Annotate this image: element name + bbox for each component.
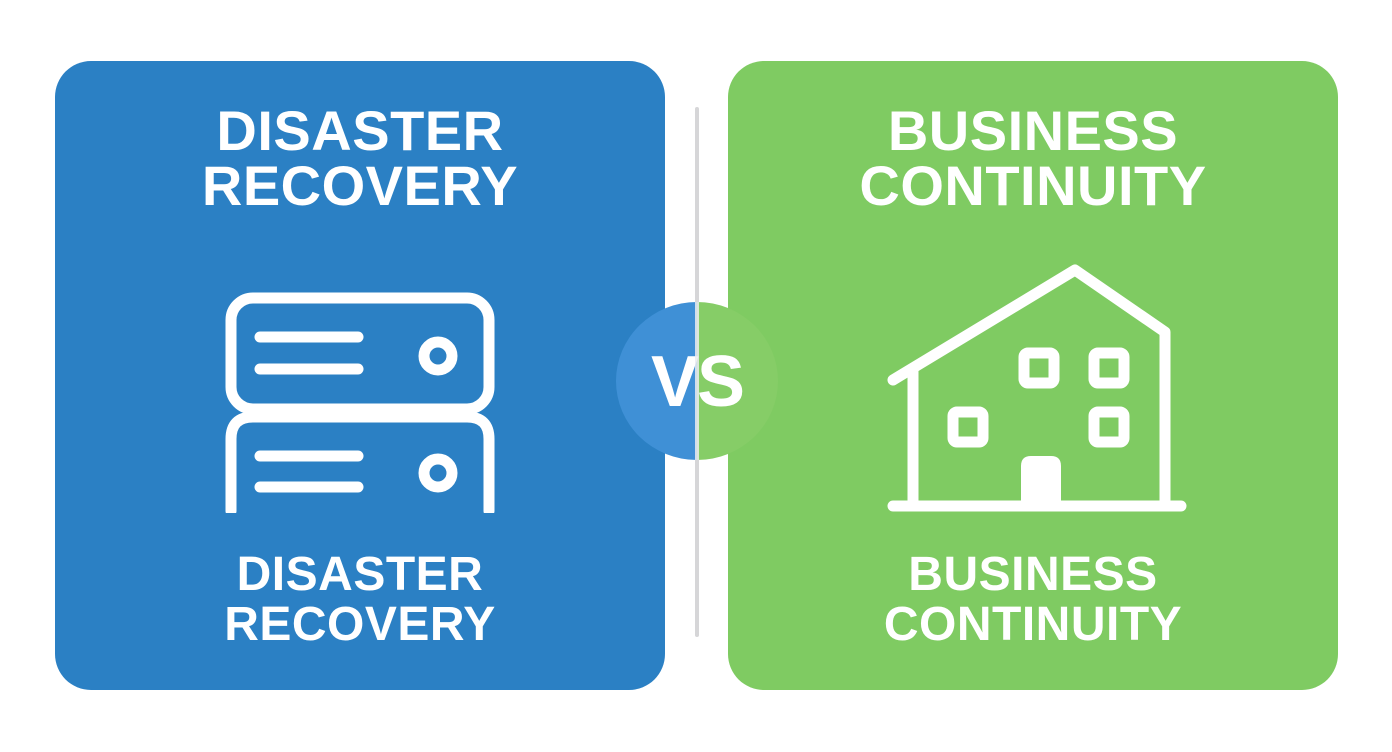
vs-badge-left-half: [616, 302, 697, 460]
title-line-1: BUSINESS: [887, 99, 1179, 162]
title-line-2: CONTINUITY: [859, 154, 1207, 217]
building-house-icon: [887, 264, 1187, 512]
label-line-2: CONTINUITY: [883, 598, 1183, 651]
disaster-recovery-card: DISASTER RECOVERY DISASTER RECOVERY: [55, 61, 665, 690]
business-continuity-card: BUSINESS CONTINUITY BUSINESS CONTINUITY: [728, 61, 1338, 690]
server-stack-icon: [225, 292, 495, 513]
vs-badge: VS: [616, 302, 778, 460]
label-line-1: BUSINESS: [908, 548, 1158, 601]
vs-badge-right-half: [697, 302, 778, 460]
disaster-recovery-label: DISASTER RECOVERY: [55, 550, 665, 650]
disaster-recovery-title: DISASTER RECOVERY: [55, 99, 665, 217]
title-line-1: DISASTER: [216, 99, 504, 162]
business-continuity-label: BUSINESS CONTINUITY: [728, 550, 1338, 650]
label-line-2: RECOVERY: [224, 598, 496, 651]
label-line-1: DISASTER: [236, 548, 484, 601]
business-continuity-title: BUSINESS CONTINUITY: [728, 99, 1338, 217]
vs-divider-overlay: [695, 302, 699, 460]
title-line-2: RECOVERY: [201, 154, 519, 217]
